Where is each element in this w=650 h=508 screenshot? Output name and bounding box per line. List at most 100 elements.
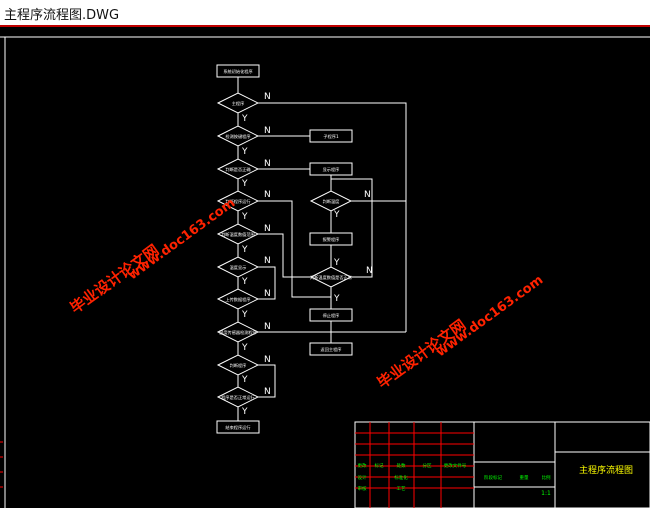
- process-box-p_r1: [309, 129, 353, 143]
- flowchart-nodes: 系统初始化程序主程序检测按键程序子程序1判断是否正确显示程序判断程序运行判断温度…: [216, 64, 353, 434]
- node-label-d_r1: 判断温度: [323, 198, 341, 205]
- title-block-header: 处数: [397, 462, 406, 469]
- node-label-d4: 判断程序运行: [225, 198, 250, 205]
- branch-label: Y: [241, 375, 248, 385]
- title-block-frame: [354, 421, 650, 508]
- branch-label: Y: [241, 147, 248, 157]
- decision-diamond-d2: [216, 125, 260, 147]
- branch-label: Y: [241, 343, 248, 353]
- window-titlebar: 主程序流程图.DWG: [0, 0, 650, 26]
- title-block-header: 更改文件号: [444, 462, 467, 469]
- branch-label: N: [264, 289, 271, 299]
- connector-branch: [258, 323, 332, 333]
- watermark-text: 毕业设计论文网: [374, 316, 470, 392]
- branch-label: Y: [241, 179, 248, 189]
- decision-diamond-d10: [216, 386, 260, 408]
- node-label-p_r2: 显示程序: [323, 166, 340, 173]
- title-block-cell: 工艺: [397, 486, 406, 492]
- connector-branch: [258, 266, 276, 300]
- node-label-end: 结束程序运行: [225, 424, 250, 431]
- title-block-cell: 比例: [542, 474, 551, 481]
- branch-label: N: [264, 190, 271, 200]
- decision-diamond-d9: [216, 354, 260, 376]
- connector-loop: [331, 178, 373, 278]
- title-block-cell: 阶段标记: [484, 474, 502, 481]
- branch-label: Y: [333, 210, 340, 220]
- decision-diamond-d6: [216, 256, 260, 278]
- node-label-d5: 判断温度数值范围: [221, 231, 255, 238]
- decision-diamond-d4: [216, 190, 260, 212]
- process-box-p_r3: [309, 232, 353, 246]
- window-title: 主程序流程图.DWG: [4, 8, 120, 23]
- drawing-title: 主程序流程图: [579, 464, 633, 476]
- title-block-header: 分区: [423, 462, 432, 469]
- node-label-d7: 上传数据程序: [225, 296, 250, 303]
- node-label-d6: 温度显示: [230, 264, 247, 271]
- title-block-cell: 标准化: [394, 474, 408, 481]
- node-label-p_r4: 停止程序: [323, 312, 340, 319]
- flowchart-connectors: [237, 77, 407, 421]
- branch-label: N: [264, 355, 271, 365]
- connector-branch: [258, 233, 311, 278]
- title-block-cell: 设计: [358, 474, 367, 481]
- decision-diamond-d7: [216, 288, 260, 310]
- decision-diamond-d_r1: [309, 190, 353, 212]
- title-block-cell: 重量: [520, 474, 529, 481]
- branch-label: N: [264, 256, 271, 266]
- node-label-start: 系统初始化程序: [223, 68, 252, 75]
- connector-branch: [258, 200, 331, 298]
- branch-label: N: [364, 190, 371, 200]
- node-label-d10: 程序是否正常运行: [221, 394, 255, 401]
- node-label-p_r1: 子程序1: [323, 133, 339, 140]
- flowchart-branch-labels: Y Y Y Y Y Y Y Y Y Y Y Y Y N N N N N N N N N N N N: [241, 92, 373, 417]
- process-box-p_r2: [309, 162, 353, 176]
- branch-label: Y: [333, 294, 340, 304]
- drawing-scale: 1:1: [541, 490, 551, 497]
- process-box-p_r4: [309, 308, 353, 322]
- branch-label: N: [264, 224, 271, 234]
- branch-label: Y: [241, 114, 248, 124]
- watermark-url: www.doc163.com: [126, 196, 239, 284]
- decision-diamond-d_r2: [309, 266, 353, 288]
- branch-label: Y: [333, 258, 340, 268]
- titlebar-divider: [0, 25, 650, 27]
- branch-label: Y: [241, 245, 248, 255]
- decision-diamond-d1: [216, 92, 260, 114]
- title-block-header: 更改: [358, 462, 367, 469]
- node-label-d3: 判断是否正确: [225, 166, 250, 173]
- branch-label: N: [264, 322, 271, 332]
- watermark-text: 毕业设计论文网: [67, 241, 163, 317]
- node-label-d2: 检测按键程序: [225, 133, 250, 140]
- decision-diamond-d3: [216, 158, 260, 180]
- node-label-d9: 判断程序: [230, 362, 247, 369]
- decision-diamond-d8: [216, 321, 260, 343]
- branch-label: Y: [241, 212, 248, 222]
- title-block-header: 标记: [375, 462, 384, 469]
- process-box-p_r5: [309, 342, 353, 356]
- watermark-url: www.doc163.com: [434, 273, 547, 361]
- process-box-start: [216, 64, 260, 78]
- branch-label: Y: [241, 407, 248, 417]
- branch-label: N: [264, 126, 271, 136]
- branch-label: N: [264, 92, 271, 102]
- title-block-grid: [355, 422, 474, 508]
- title-block-cell: 审核: [358, 485, 367, 492]
- connector-branch: [258, 364, 276, 398]
- branch-label: N: [366, 266, 373, 276]
- node-label-p_r5: 返回主程序: [321, 346, 342, 353]
- branch-label: N: [264, 159, 271, 169]
- process-box-end: [216, 420, 260, 434]
- node-label-d8: 温度传感器检测程序: [219, 329, 257, 336]
- cad-drawing: 系统初始化程序主程序检测按键程序子程序1判断是否正确显示程序判断程序运行判断温度…: [0, 36, 650, 508]
- branch-label: Y: [241, 310, 248, 320]
- node-label-p_r3: 报警程序: [323, 236, 340, 243]
- branch-label: Y: [241, 277, 248, 287]
- node-label-d_r2: 判断温度数值是否正常: [310, 274, 352, 281]
- node-label-d1: 主程序: [232, 100, 245, 107]
- branch-label: N: [264, 387, 271, 397]
- decision-diamond-d5: [216, 223, 260, 245]
- connector-return: [258, 102, 407, 332]
